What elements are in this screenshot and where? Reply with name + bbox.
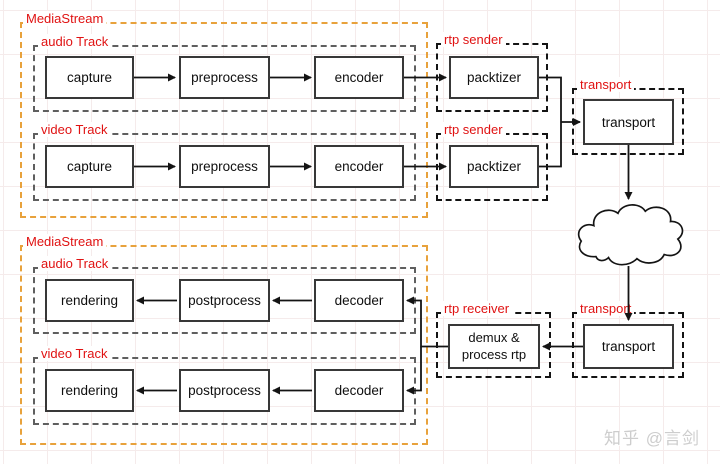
capture-audio-box: capture [45, 56, 134, 99]
video-track-sender-label: video Track [38, 122, 111, 137]
mediastream-sender-label: MediaStream [23, 11, 107, 26]
transport-receiver-label: transport [577, 301, 635, 316]
mediastream-receiver-label: MediaStream [23, 234, 107, 249]
encoder-video-box: encoder [314, 145, 404, 188]
rendering-audio-box: rendering [45, 279, 134, 322]
packtizer-video-box: packtizer [449, 145, 539, 188]
transport-sender-box: transport [583, 99, 674, 145]
rtp-receiver-container: rtp receiver [436, 301, 551, 378]
preprocess-audio-box: preprocess [179, 56, 270, 99]
postprocess-audio-box: postprocess [179, 279, 270, 322]
audio-track-sender-container: audio Track [33, 34, 416, 112]
mediastream-sender-container: MediaStream [20, 11, 428, 218]
demux-line-2: process rtp [461, 346, 527, 362]
network-cloud-icon [577, 204, 684, 266]
video-track-receiver-label: video Track [38, 346, 111, 361]
demux-process-rtp-box: demux & process rtp [448, 324, 540, 369]
capture-video-box: capture [45, 145, 134, 188]
rtp-sender-video-label: rtp sender [441, 122, 506, 137]
audio-track-sender-label: audio Track [38, 34, 112, 49]
packtizer-audio-box: packtizer [449, 56, 539, 99]
postprocess-video-box: postprocess [179, 369, 270, 412]
rtp-sender-audio-label: rtp sender [441, 32, 506, 47]
preprocess-video-box: preprocess [179, 145, 270, 188]
rtp-receiver-label: rtp receiver [441, 301, 513, 316]
encoder-audio-box: encoder [314, 56, 404, 99]
transport-receiver-box: transport [583, 324, 674, 369]
transport-sender-label: transport [577, 77, 635, 92]
decoder-video-box: decoder [314, 369, 404, 412]
demux-line-1: demux & [468, 330, 520, 346]
decoder-audio-box: decoder [314, 279, 404, 322]
rendering-video-box: rendering [45, 369, 134, 412]
rtp-sender-video-container: rtp sender [436, 122, 548, 201]
audio-track-receiver-label: audio Track [38, 256, 112, 271]
watermark-text: 知乎 @言剑 [604, 429, 700, 448]
